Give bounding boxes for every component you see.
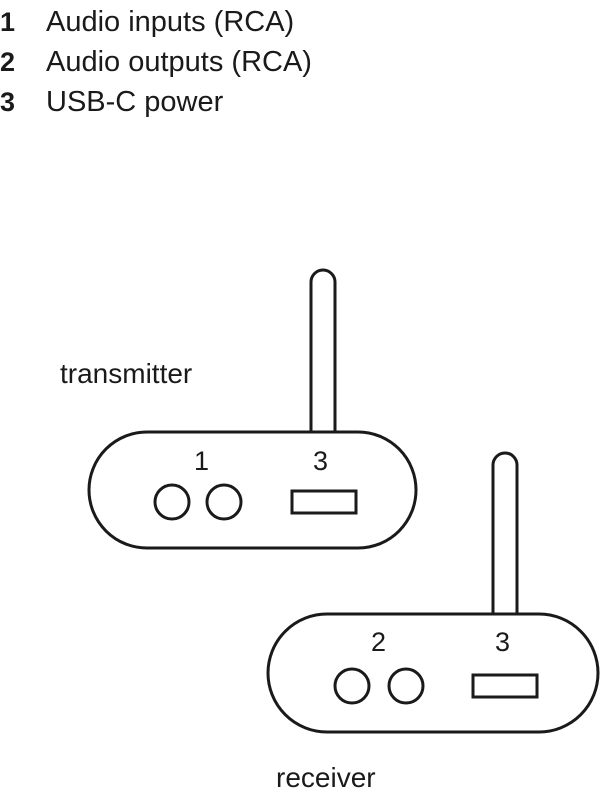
receiver-antenna (491, 451, 519, 614)
legend: 1 Audio inputs (RCA) 2 Audio outputs (RC… (0, 2, 312, 122)
receiver-usb-port-icon (471, 673, 539, 699)
legend-item-usb-power: 3 USB-C power (0, 82, 312, 122)
receiver-rca-left-icon (333, 667, 371, 705)
receiver-device (266, 451, 600, 734)
legend-item-audio-inputs: 1 Audio inputs (RCA) (0, 2, 312, 42)
legend-number: 1 (0, 7, 16, 37)
transmitter-body (87, 430, 418, 550)
legend-text: USB-C power (46, 86, 224, 118)
transmitter-antenna (309, 268, 337, 432)
receiver-port-usb-number: 3 (495, 627, 511, 657)
legend-number: 2 (0, 47, 16, 77)
legend-text: Audio outputs (RCA) (46, 46, 312, 78)
receiver-body (266, 612, 600, 734)
legend-item-audio-outputs: 2 Audio outputs (RCA) (0, 42, 312, 82)
transmitter-port-rca-number: 1 (194, 446, 210, 476)
transmitter-rca-right-icon (205, 483, 243, 521)
transmitter-device (87, 268, 418, 550)
receiver-label: receiver (276, 762, 376, 793)
transmitter-usb-port-icon (290, 489, 358, 515)
transmitter-label: transmitter (60, 358, 193, 389)
receiver-rca-right-icon (387, 667, 425, 705)
legend-text: Audio inputs (RCA) (46, 6, 295, 38)
transmitter-port-usb-number: 3 (313, 446, 329, 476)
transmitter-rca-left-icon (153, 483, 191, 521)
receiver-port-rca-number: 2 (371, 627, 387, 657)
legend-number: 3 (0, 87, 16, 117)
